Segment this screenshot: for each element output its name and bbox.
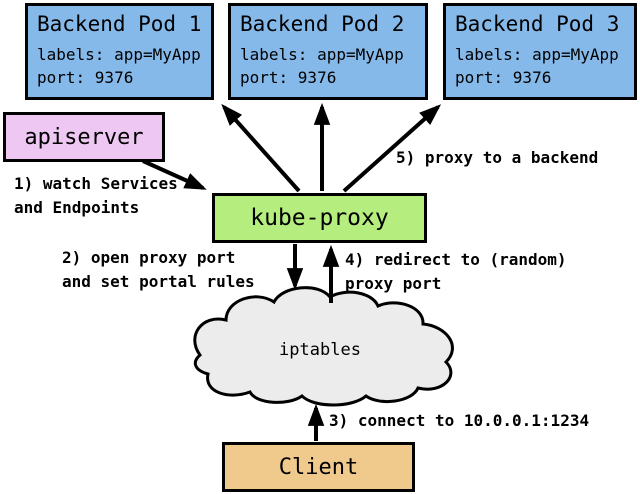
backend-pod-1-labels: labels: app=MyApp bbox=[37, 45, 201, 64]
annotation-step2: 2) open proxy port and set portal rules bbox=[62, 246, 255, 294]
backend-pod-2-labels: labels: app=MyApp bbox=[240, 45, 404, 64]
backend-pod-2-port: port: 9376 bbox=[240, 68, 337, 87]
backend-pod-3-port: port: 9376 bbox=[455, 68, 552, 87]
kube-proxy-box: kube-proxy bbox=[212, 193, 427, 243]
iptables-cloud-label: iptables bbox=[279, 340, 361, 360]
annotation-step4-line2: proxy port bbox=[345, 274, 442, 293]
client-label: Client bbox=[278, 454, 359, 480]
arrow-kube-proxy-to-pod-3 bbox=[342, 104, 442, 193]
annotation-step1-line2: and Endpoints bbox=[14, 198, 140, 217]
annotation-step1: 1) watch Services and Endpoints bbox=[14, 172, 178, 220]
backend-pod-3-title: Backend Pod 3 bbox=[455, 12, 620, 36]
backend-pod-2-title: Backend Pod 2 bbox=[240, 12, 405, 36]
annotation-step3: 3) connect to 10.0.0.1:1234 bbox=[329, 409, 589, 433]
backend-pod-2-box: Backend Pod 2 labels: app=MyApp port: 93… bbox=[228, 3, 428, 100]
arrow-apiserver-to-kube-proxy bbox=[142, 159, 207, 190]
arrow-kube-proxy-to-pod-1 bbox=[221, 103, 301, 193]
backend-pod-1-box: Backend Pod 1 labels: app=MyApp port: 93… bbox=[25, 3, 214, 100]
annotation-step4-line1: 4) redirect to (random) bbox=[345, 250, 567, 269]
kube-proxy-label: kube-proxy bbox=[250, 205, 389, 231]
backend-pod-3-box: Backend Pod 3 labels: app=MyApp port: 93… bbox=[443, 3, 637, 100]
annotation-step5-line1: 5) proxy to a backend bbox=[396, 148, 599, 167]
annotation-step3-line1: 3) connect to 10.0.0.1:1234 bbox=[329, 411, 590, 430]
annotation-step2-line2: and set portal rules bbox=[62, 272, 255, 291]
annotation-step1-line1: 1) watch Services bbox=[14, 174, 178, 193]
annotation-step2-line1: 2) open proxy port bbox=[62, 248, 236, 267]
backend-pod-1-port: port: 9376 bbox=[37, 68, 134, 87]
apiserver-box: apiserver bbox=[3, 112, 165, 162]
client-box: Client bbox=[222, 442, 415, 492]
backend-pod-3-labels: labels: app=MyApp bbox=[455, 45, 619, 64]
iptables-cloud-shape bbox=[193, 286, 454, 407]
backend-pod-1-title: Backend Pod 1 bbox=[37, 12, 202, 36]
annotation-step4: 4) redirect to (random) proxy port bbox=[345, 248, 567, 296]
apiserver-label: apiserver bbox=[24, 124, 144, 150]
annotation-step5: 5) proxy to a backend bbox=[396, 146, 598, 170]
